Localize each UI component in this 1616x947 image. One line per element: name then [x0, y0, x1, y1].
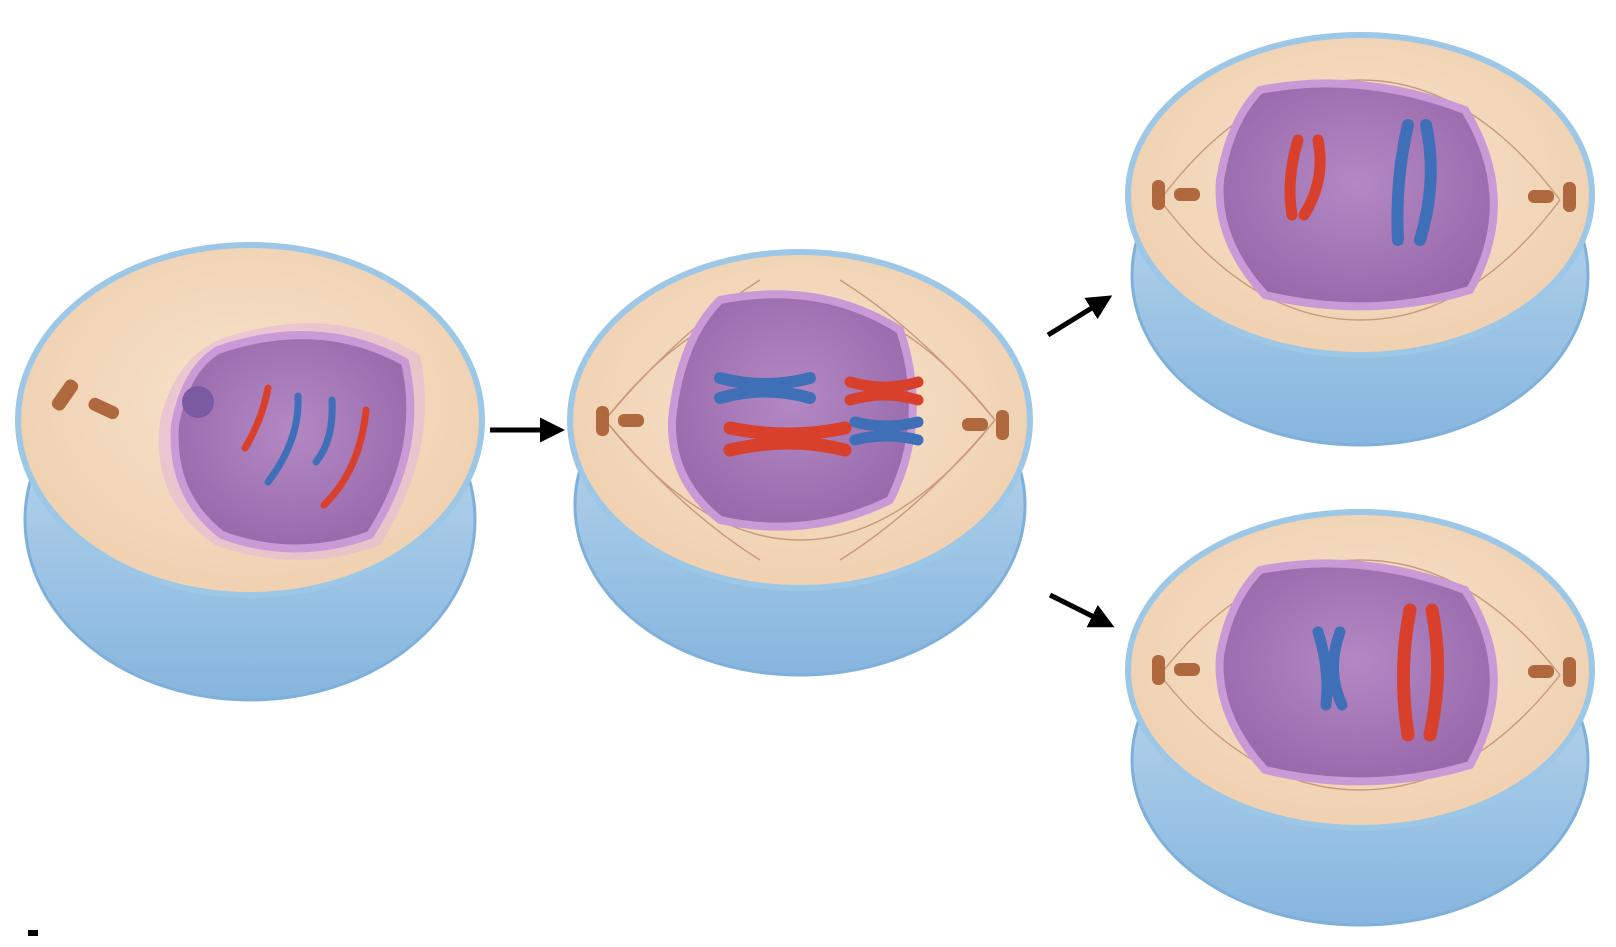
arrow-icon [1048, 298, 1108, 335]
cell-1 [18, 245, 482, 700]
corner-mark [28, 930, 38, 936]
cell-3 [1128, 35, 1592, 445]
cell-2 [570, 252, 1030, 675]
cell-4 [1128, 512, 1592, 925]
arrow-icon [1050, 595, 1110, 625]
